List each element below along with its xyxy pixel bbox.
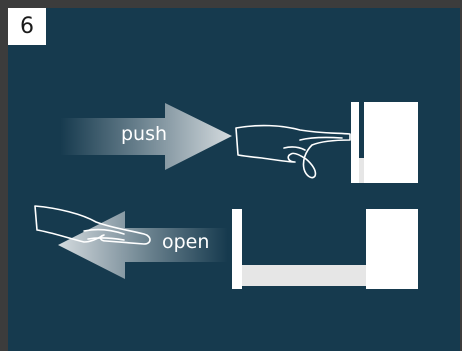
step-number-badge: 6: [8, 8, 46, 45]
open-hand-icon: [34, 205, 151, 245]
open-cabinet-body: [366, 209, 418, 289]
open-drawer-cabinet: [232, 209, 418, 289]
closed-cabinet-gap: [359, 158, 364, 183]
closed-door-front: [351, 102, 359, 183]
closed-cabinet: [351, 102, 418, 183]
pointing-hand-icon: [235, 124, 351, 179]
open-arrow-icon: [58, 211, 228, 279]
open-drawer-front: [232, 209, 242, 289]
open-drawer-body: [242, 265, 366, 286]
push-label: push: [121, 123, 168, 145]
closed-cabinet-body: [364, 102, 418, 183]
open-label: open: [162, 231, 210, 253]
push-arrow-icon: [60, 103, 232, 170]
